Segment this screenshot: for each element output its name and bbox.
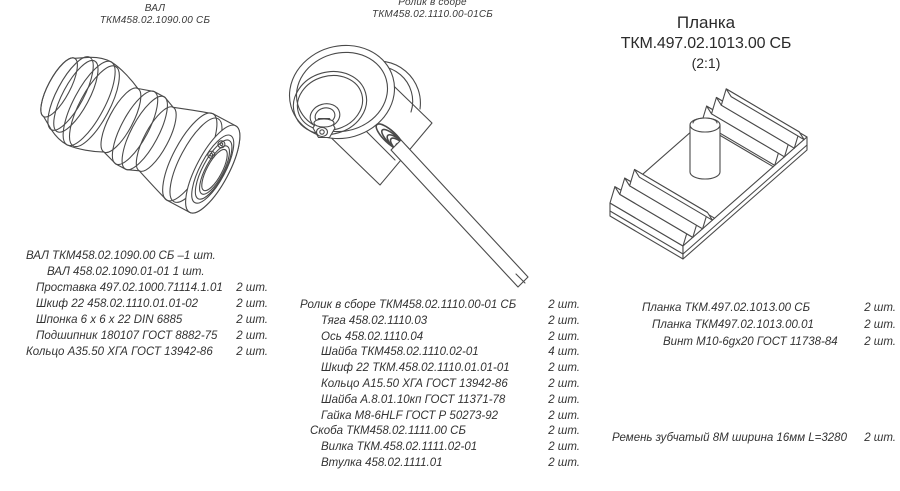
parts-list-item: Втулка 458.02.1111.01 2 шт. bbox=[298, 456, 580, 472]
part-qty: 2 шт. bbox=[236, 314, 268, 326]
roller-assembly-isometric-drawing bbox=[288, 44, 529, 288]
belt-note-qty: 2 шт. bbox=[864, 432, 896, 444]
parts-list-item: Тяга 458.02.1110.03 2 шт. bbox=[298, 314, 580, 330]
part-name: Винт М10-6gх20 ГОСТ 11738-84 bbox=[663, 336, 838, 348]
part-qty: 2 шт. bbox=[548, 299, 580, 311]
part-name: Шкиф 22 458.02.1110.01.01-02 bbox=[36, 298, 199, 310]
roller-title-line1: Ролик в сборе bbox=[398, 0, 467, 8]
part-qty: 2 шт. bbox=[548, 362, 580, 375]
plate-title-scale: (2:1) bbox=[691, 55, 721, 71]
part-name: Втулка 458.02.1111.01 bbox=[321, 456, 443, 469]
part-qty: 2 шт. bbox=[864, 302, 896, 314]
part-name: Планка ТКМ.497.02.1013.00 СБ bbox=[642, 302, 811, 314]
shaft-isometric-drawing bbox=[40, 56, 241, 214]
part-name: Гайка М8-6HLF ГОСТ Р 50273-92 bbox=[321, 409, 499, 422]
parts-list-item: Шкиф 22 458.02.1110.01.01-02 2 шт. bbox=[24, 296, 268, 312]
belt-note-row: Ремень зубчатый 8М ширина 16мм L=3280 2 … bbox=[612, 430, 896, 446]
part-qty: 2 шт. bbox=[548, 314, 580, 327]
belt-note-text: Ремень зубчатый 8М ширина 16мм L=3280 bbox=[612, 432, 847, 444]
cylinder-boss bbox=[689, 117, 721, 180]
part-name: Шкиф 22 ТКМ.458.02.1110.01.01-01 bbox=[321, 362, 510, 375]
tie-rod bbox=[390, 139, 529, 288]
part-qty: 2 шт. bbox=[864, 336, 896, 348]
part-name: ВАЛ 458.02.1090.01-01 1 шт. bbox=[47, 266, 205, 278]
part-qty: 2 шт. bbox=[864, 319, 896, 331]
parts-list-item: Кольцо А15.50 ХГА ГОСТ 13942-86 2 шт. bbox=[298, 377, 580, 393]
part-name: Кольцо А35.50 ХГА ГОСТ 13942-86 bbox=[26, 346, 213, 358]
parts-list-item: Гайка М8-6HLF ГОСТ Р 50273-92 2 шт. bbox=[298, 409, 580, 425]
parts-list-item: ВАЛ 458.02.1090.01-01 1 шт. bbox=[24, 264, 268, 280]
parts-list-item: Винт М10-6gх20 ГОСТ 11738-84 2 шт. bbox=[640, 334, 896, 351]
plate-title-line1: Планка bbox=[676, 13, 736, 32]
part-name: Ролик в сборе ТКМ458.02.1110.00-01 СБ bbox=[300, 299, 517, 311]
part-qty: 2 шт. bbox=[236, 282, 268, 294]
part-name: Подшипник 180107 ГОСТ 8882-75 bbox=[36, 330, 218, 342]
part-name: Шайба А.8.01.10кп ГОСТ 11371-78 bbox=[321, 393, 506, 406]
shaft-title-line1: ВАЛ bbox=[144, 3, 166, 14]
part-name: Проставка 497.02.1000.71114.1.01 bbox=[36, 282, 223, 294]
plate-view-title: Планка ТКМ.497.02.1013.00 СБ (2:1) bbox=[592, 12, 820, 72]
part-name: Ось 458.02.1110.04 bbox=[321, 330, 424, 343]
part-qty: 2 шт. bbox=[548, 393, 580, 406]
part-qty: 2 шт. bbox=[548, 330, 580, 343]
parts-list-item: Подшипник 180107 ГОСТ 8882-75 2 шт. bbox=[24, 328, 268, 344]
parts-list-item: Проставка 497.02.1000.71114.1.01 2 шт. bbox=[24, 280, 268, 296]
parts-list-item: Планка ТКМ497.02.1013.00.01 2 шт. bbox=[640, 317, 896, 334]
parts-list-item: Шпонка 6 х 6 х 22 DIN 6885 2 шт. bbox=[24, 312, 268, 328]
part-name: Тяга 458.02.1110.03 bbox=[321, 314, 428, 327]
part-qty: 2 шт. bbox=[548, 425, 580, 438]
axle-nut bbox=[312, 117, 336, 139]
parts-list-item: Ролик в сборе ТКМ458.02.1110.00-01 СБ 2 ш… bbox=[298, 298, 580, 314]
roller-view-title: Ролик в сборе ТКМ458.02.1110.00-01СБ bbox=[335, 0, 530, 21]
part-qty: 2 шт. bbox=[236, 346, 268, 358]
parts-list-item: Кольцо А35.50 ХГА ГОСТ 13942-86 2 шт. bbox=[24, 344, 268, 360]
shaft-title-line2: ТКМ458.02.1090.00 СБ bbox=[99, 15, 211, 26]
shaft-parts-list: ВАЛ ТКМ458.02.1090.00 СБ –1 шт. ВАЛ 458.0… bbox=[24, 248, 268, 360]
part-qty: 2 шт. bbox=[548, 441, 580, 454]
parts-list-item: Шкиф 22 ТКМ.458.02.1110.01.01-01 2 шт. bbox=[298, 361, 580, 377]
part-qty: 4 шт. bbox=[548, 346, 580, 359]
part-qty: 2 шт. bbox=[548, 456, 580, 469]
roller-title-line2: ТКМ458.02.1110.00-01СБ bbox=[372, 9, 493, 20]
parts-list-item: Ось 458.02.1110.04 2 шт. bbox=[298, 330, 580, 346]
near-tooth-block bbox=[609, 168, 713, 247]
parts-list-item: Вилка ТКМ.458.02.1111.02-01 2 шт. bbox=[298, 440, 580, 456]
part-name: Кольцо А15.50 ХГА ГОСТ 13942-86 bbox=[321, 377, 508, 390]
plate-right-side bbox=[682, 136, 808, 260]
part-qty: 2 шт. bbox=[548, 377, 580, 390]
part-name: Планка ТКМ497.02.1013.00.01 bbox=[652, 319, 814, 331]
parts-list-item: Шайба ТКМ458.02.1110.02-01 4 шт. bbox=[298, 345, 580, 361]
plate-title-line2: ТКМ.497.02.1013.00 СБ bbox=[620, 35, 792, 52]
far-tooth-block bbox=[701, 88, 805, 166]
roller-parts-list: Ролик в сборе ТКМ458.02.1110.00-01 СБ 2 ш… bbox=[298, 298, 580, 472]
part-qty: 2 шт. bbox=[236, 330, 268, 342]
part-name: Вилка ТКМ.458.02.1111.02-01 bbox=[321, 441, 478, 454]
part-name: ВАЛ ТКМ458.02.1090.00 СБ –1 шт. bbox=[26, 250, 216, 262]
part-name: Скоба ТКМ458.02.1111.00 СБ bbox=[310, 425, 466, 438]
parts-list-item: ВАЛ ТКМ458.02.1090.00 СБ –1 шт. bbox=[24, 248, 268, 264]
part-name: Шпонка 6 х 6 х 22 DIN 6885 bbox=[36, 314, 183, 326]
part-qty: 2 шт. bbox=[236, 298, 268, 310]
shaft-view-title: ВАЛ ТКМ458.02.1090.00 СБ bbox=[55, 3, 255, 27]
parts-list-item: Скоба ТКМ458.02.1111.00 СБ 2 шт. bbox=[298, 424, 580, 440]
part-name: Шайба ТКМ458.02.1110.02-01 bbox=[321, 346, 479, 359]
parts-list-item: Шайба А.8.01.10кп ГОСТ 11371-78 2 шт. bbox=[298, 393, 580, 409]
part-qty: 2 шт. bbox=[548, 409, 580, 422]
parts-list-item: Планка ТКМ.497.02.1013.00 СБ 2 шт. bbox=[640, 300, 896, 317]
plate-isometric-drawing bbox=[609, 88, 808, 260]
